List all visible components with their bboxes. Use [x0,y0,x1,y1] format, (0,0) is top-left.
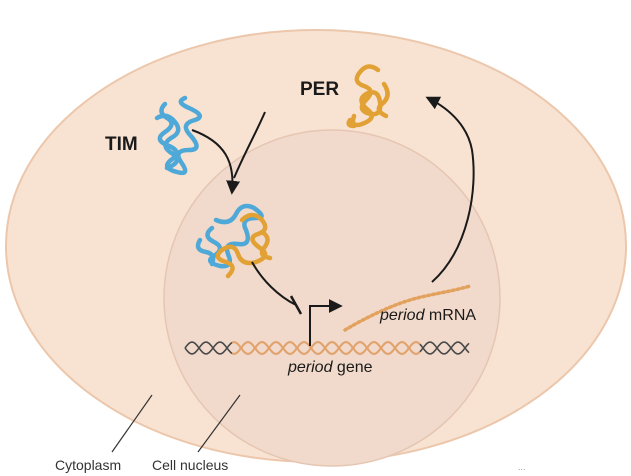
period-gene-dna [184,340,470,356]
nucleus-pointer [197,394,241,453]
nucleus-label: Cell nucleus [152,457,228,473]
arrow-mrna-to-per [425,96,475,283]
transcription-start-arrow [309,299,343,346]
tim-label: TIM [105,134,138,155]
cell-nucleus [163,129,501,467]
tim-per-complex [195,203,273,279]
watermark: ... [518,462,526,472]
gene-label-italic: period [287,359,334,376]
gene-label: period gene [287,359,373,376]
arrow-per-to-complex [233,111,266,179]
cytoplasm-label: Cytoplasm [55,457,121,473]
gene-label-suffix: gene [332,359,372,376]
mrna-label-suffix: mRNA [424,307,476,324]
inhibition-bar [289,295,303,315]
mrna-label: period mRNA [379,307,476,324]
per-label: PER [300,79,339,100]
per-protein [346,64,390,129]
arrow-tim-to-complex [191,129,241,195]
period-mrna-strand [343,284,472,332]
inhibition-line [251,261,297,306]
mrna-label-italic: period [379,307,426,324]
cytoplasm-pointer [111,394,153,453]
tim-protein [154,95,203,176]
